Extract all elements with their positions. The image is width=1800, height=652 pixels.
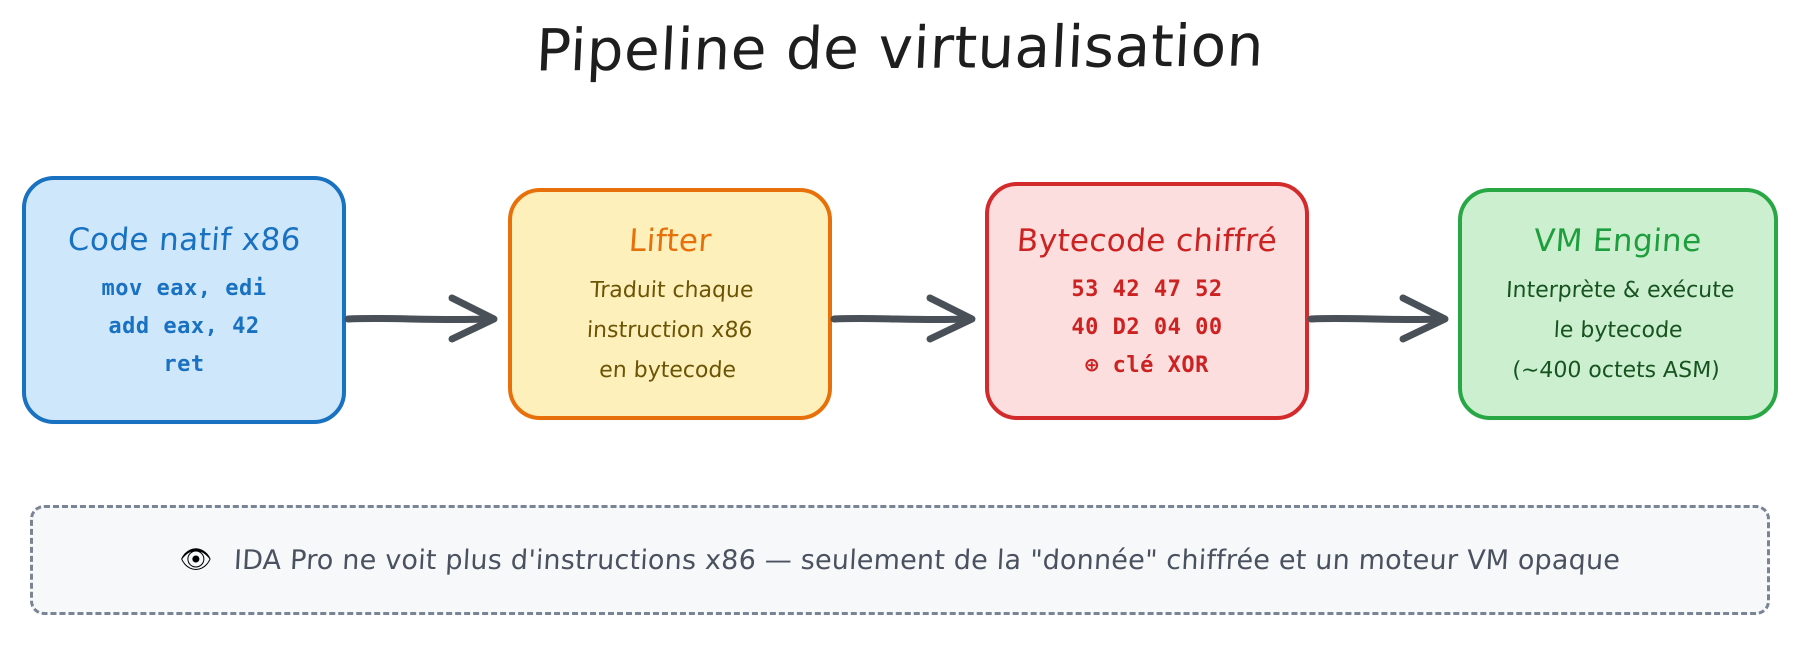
node-bytecode-chiffre[interactable]: Bytecode chiffré 53 42 47 52 40 D2 04 00…	[985, 182, 1309, 420]
node-lifter[interactable]: Lifter Traduit chaque instruction x86 en…	[508, 188, 832, 420]
node-title: Code natif x86	[66, 222, 302, 258]
arrow-native-to-lifter	[344, 292, 508, 346]
arrow-bytecode-to-vm	[1307, 292, 1458, 346]
node-body: Traduit chaque instruction x86 en byteco…	[584, 271, 756, 391]
body-line: instruction x86	[586, 318, 754, 343]
node-body: Interprète & exécute le bytecode (~400 o…	[1501, 271, 1736, 391]
xor-key-line: ⊕ clé XOR	[1085, 353, 1209, 378]
eye-icon: 👁	[179, 545, 213, 575]
body-line: en bytecode	[598, 358, 737, 383]
body-line: Traduit chaque	[589, 278, 755, 303]
node-title: Bytecode chiffré	[1015, 223, 1279, 259]
node-body: 53 42 47 52 40 D2 04 00 ⊕ clé XOR	[1071, 271, 1222, 385]
node-vm-engine[interactable]: VM Engine Interprète & exécute le byteco…	[1458, 188, 1778, 420]
pipeline-row: Code natif x86 mov eax, edi add eax, 42 …	[0, 176, 1800, 430]
code-line: ret	[163, 352, 205, 377]
note-callout: 👁 IDA Pro ne voit plus d'instructions x8…	[30, 505, 1770, 615]
body-line: (~400 octets ASM)	[1511, 358, 1721, 383]
arrow-lifter-to-bytecode	[830, 292, 985, 346]
page-title: Pipeline de virtualisation	[534, 11, 1266, 85]
hex-line: 53 42 47 52	[1071, 277, 1223, 302]
body-line: le bytecode	[1552, 318, 1684, 343]
node-code-natif-x86[interactable]: Code natif x86 mov eax, edi add eax, 42 …	[22, 176, 346, 424]
note-text: IDA Pro ne voit plus d'instructions x86 …	[233, 544, 1622, 576]
body-line: Interprète & exécute	[1505, 278, 1735, 303]
code-line: mov eax, edi	[101, 276, 267, 301]
code-line: add eax, 42	[108, 314, 260, 339]
hex-line: 40 D2 04 00	[1071, 315, 1223, 340]
node-title: VM Engine	[1532, 223, 1704, 259]
node-title: Lifter	[627, 223, 713, 259]
node-body: mov eax, edi add eax, 42 ret	[102, 270, 267, 384]
